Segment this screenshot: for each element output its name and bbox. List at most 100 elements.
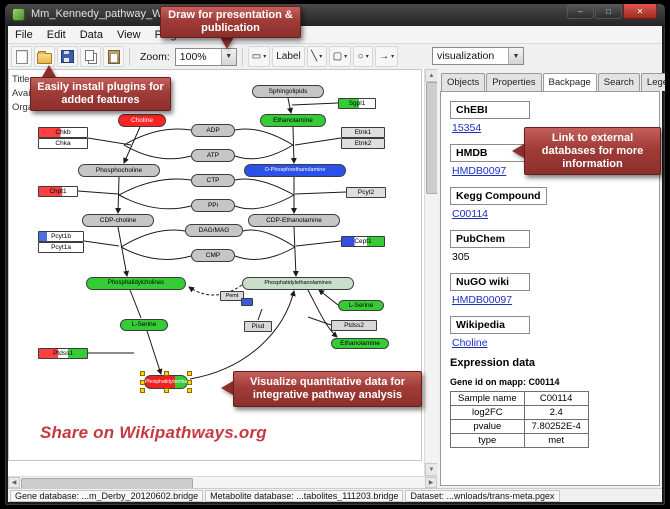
tab-objects[interactable]: Objects	[441, 73, 486, 91]
selection-handle[interactable]	[187, 388, 192, 393]
chevron-down-icon[interactable]: ▼	[220, 48, 236, 65]
selection-handle[interactable]	[140, 379, 145, 385]
visualization-select[interactable]: visualization ▼	[432, 47, 524, 65]
line-tool-icon: ╲	[311, 51, 318, 62]
line-tool-button[interactable]: ╲▾	[306, 46, 327, 67]
menu-data[interactable]: Data	[79, 28, 103, 41]
chevron-down-icon[interactable]: ▼	[508, 48, 523, 64]
node-chka[interactable]: Chka	[38, 138, 88, 149]
backpage-link[interactable]: HMDB00097	[452, 294, 513, 306]
maximize-icon: □	[606, 6, 611, 16]
node-phosphatidylserines[interactable]: Phosphatidylserines	[144, 375, 188, 389]
menu-view[interactable]: View	[116, 28, 141, 41]
node-pcyt1b[interactable]: Pcyt1b	[38, 231, 84, 242]
menu-edit[interactable]: Edit	[46, 28, 66, 41]
scroll-right-button[interactable]: ▶	[425, 477, 437, 488]
selection-handle[interactable]	[140, 388, 145, 393]
arrow-tool-button[interactable]: →▾	[375, 46, 399, 67]
expression-cell: Sample name	[450, 391, 525, 406]
node-etnk1[interactable]: Etnk1	[341, 127, 385, 138]
tab-backpage[interactable]: Backpage	[542, 73, 597, 91]
node-chkb[interactable]: Chkb	[38, 127, 88, 138]
backpage-link[interactable]: HMDB0097	[452, 165, 507, 177]
node-ppi[interactable]: PPi	[191, 199, 235, 212]
callout-link-pointer	[512, 144, 524, 158]
node-cmp[interactable]: CMP	[191, 249, 235, 262]
zoom-select[interactable]: 100% ▼	[174, 47, 237, 66]
node-cept1[interactable]: Cept1	[341, 236, 385, 247]
backpage-link[interactable]: C00114	[452, 208, 489, 220]
pathway-edges	[77, 97, 347, 380]
open-button[interactable]	[34, 46, 55, 67]
copy-button[interactable]	[80, 46, 101, 67]
node-l-serine-right[interactable]: L-Serine	[338, 300, 384, 311]
backpage-link[interactable]: Choline	[452, 337, 488, 349]
node-sgpl1[interactable]: Sgpl1	[338, 98, 376, 109]
new-file-icon	[15, 49, 28, 64]
node-cdp-ethanolamine[interactable]: CDP-Ethanolamine	[248, 214, 340, 227]
node-ctp[interactable]: CTP	[191, 174, 235, 187]
tab-search[interactable]: Search	[597, 73, 640, 91]
node-phosphocholine[interactable]: Phosphocholine	[78, 164, 160, 177]
tab-legend[interactable]: Legend	[640, 73, 665, 91]
menu-file[interactable]: File	[15, 28, 33, 41]
status-segment-2: Dataset: ...wnloads/trans-meta.pgex	[405, 489, 560, 502]
close-button[interactable]: ✕	[623, 4, 657, 19]
titlebar[interactable]: Mm_Kennedy_pathway_WP1771_45176.gpml – □…	[5, 4, 665, 26]
node-ethanolamine-top[interactable]: Ethanolamine	[260, 114, 326, 127]
zoom-label: Zoom:	[140, 50, 170, 63]
node-adp[interactable]: ADP	[191, 124, 235, 137]
tab-properties[interactable]: Properties	[486, 73, 542, 91]
node-pcyt1a[interactable]: Pcyt1a	[38, 242, 84, 253]
selection-handle[interactable]	[163, 371, 169, 376]
selection-handle[interactable]	[187, 371, 192, 376]
selection-handle[interactable]	[187, 379, 192, 385]
save-button[interactable]	[57, 46, 78, 67]
close-icon: ✕	[636, 6, 644, 16]
paste-icon	[107, 49, 120, 64]
rectangle-tool-button[interactable]: ▢▾	[328, 46, 352, 67]
scroll-left-button[interactable]: ◀	[8, 477, 20, 488]
node-etnk2[interactable]: Etnk2	[341, 138, 385, 149]
expression-cell: type	[450, 433, 525, 448]
toolbar: Zoom: 100% ▼ ▭▾Label╲▾▢▾○▾→▾ visualizati…	[8, 44, 662, 70]
node-pcyt2[interactable]: Pcyt2	[346, 187, 386, 198]
node-ptdss2[interactable]: Ptdss2	[331, 320, 377, 331]
minimize-button[interactable]: –	[567, 4, 594, 19]
toolbar-separator	[129, 47, 130, 66]
node-atp[interactable]: ATP	[191, 149, 235, 162]
callout-visualize-pointer	[221, 381, 233, 395]
node-ptdss1[interactable]: Ptdss1	[38, 348, 88, 359]
new-file-button[interactable]	[11, 46, 32, 67]
node-gene-small-blue[interactable]	[241, 298, 253, 306]
maximize-button[interactable]: □	[595, 4, 622, 19]
horizontal-scrollbar[interactable]: ◀ ▶	[8, 476, 437, 489]
oval-tool-button[interactable]: ○▾	[353, 46, 374, 67]
node-choline-top[interactable]: Choline	[118, 114, 166, 127]
backpage-header-nugo-wiki: NuGO wiki	[450, 273, 530, 291]
backpage-value: 305	[452, 251, 470, 263]
node-dag-mag[interactable]: DAG/MAG	[185, 224, 243, 237]
selection-handle[interactable]	[163, 388, 169, 393]
visualization-value: visualization	[437, 50, 495, 62]
node-pisd[interactable]: Pisd	[244, 321, 272, 332]
vertical-scrollbar[interactable]: ▲ ▼	[424, 69, 438, 476]
node-phosphatidylethanolamines[interactable]: Phosphatidylethanolamines	[242, 277, 354, 290]
node-ethanolamine-right[interactable]: Ethanolamine	[331, 338, 389, 349]
node-cdp-choline[interactable]: CDP-choline	[82, 214, 154, 227]
backpage-link[interactable]: 15354	[452, 122, 482, 134]
node-phosphatidylcholines[interactable]: Phosphatidylcholines	[86, 277, 186, 290]
label-tool-button[interactable]: Label	[272, 46, 305, 67]
selection-handle[interactable]	[140, 371, 145, 376]
node-pemt[interactable]: Pemt	[220, 291, 244, 301]
node-o-phosphoethanolamine[interactable]: O-Phosphoethanolamine	[244, 164, 346, 177]
canvas-availability-label: Avail	[12, 88, 33, 99]
node-l-serine-left[interactable]: L-Serine	[120, 319, 168, 331]
file-tool-group	[11, 46, 124, 67]
node-sphingolipids[interactable]: Sphingolipids	[252, 85, 324, 98]
paste-button[interactable]	[103, 46, 124, 67]
datanode-tool-button[interactable]: ▭▾	[247, 46, 271, 67]
node-chpt1[interactable]: Chpt1	[38, 186, 78, 197]
